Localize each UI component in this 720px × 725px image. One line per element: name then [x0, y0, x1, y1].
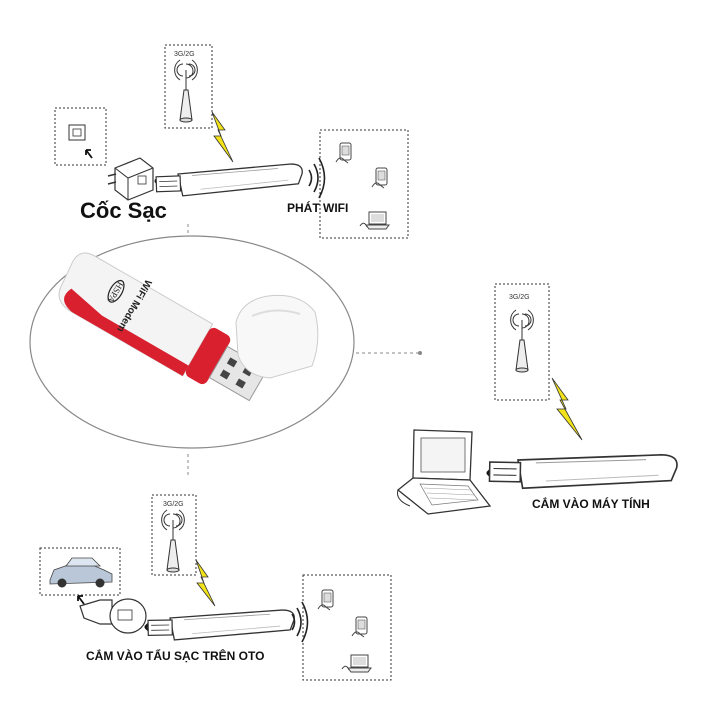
- charger-label: Cốc Sạc: [80, 198, 167, 223]
- tower-right-icon: 3G/2G: [494, 283, 550, 401]
- tower-bottom-label: 3G/2G: [163, 501, 184, 508]
- wall-socket-icon: [54, 107, 107, 166]
- charger-adapter-icon: [107, 157, 166, 201]
- usb-dongle-right-icon: [488, 450, 678, 492]
- usb-dongle-bottom-icon: [147, 609, 296, 642]
- tower-top-label: 3G/2G: [174, 51, 195, 58]
- wifi-devices-top-box: [319, 129, 409, 239]
- wifi-label: PHÁT WIFI: [287, 201, 349, 215]
- lightning-top-icon: [211, 111, 234, 163]
- laptop-computer-icon: [396, 429, 497, 515]
- usb-modem-cap: [235, 294, 319, 379]
- wifi-devices-bottom-box: [302, 574, 392, 681]
- lightning-bottom-icon: [195, 559, 216, 607]
- computer-label: CẮM VÀO MÁY TÍNH: [532, 497, 650, 511]
- tower-bottom-icon: 3G/2G: [151, 494, 197, 576]
- car-icon: [39, 547, 121, 605]
- car-label: CẮM VÀO TẨU SẠC TRÊN OTO: [86, 649, 265, 663]
- connector-right-dot: [418, 351, 422, 355]
- car-charger-icon: [79, 598, 155, 634]
- tower-right-label: 3G/2G: [509, 294, 530, 301]
- usb-dongle-top-icon: [155, 163, 304, 198]
- tower-top-icon: 3G/2G: [164, 44, 213, 129]
- usb-modem-photo: HSPA WiFi Modem: [58, 252, 268, 402]
- lightning-right-icon: [551, 377, 583, 441]
